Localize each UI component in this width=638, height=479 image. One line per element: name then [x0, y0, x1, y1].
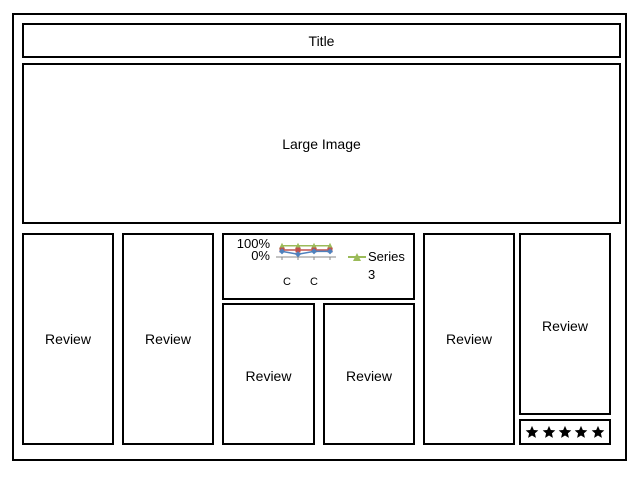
star-icon — [542, 425, 555, 438]
series-point-3 — [311, 248, 317, 255]
review-card-3: Review — [222, 303, 315, 445]
star-icon — [575, 425, 588, 438]
y-tick-label: 100% — [237, 236, 271, 251]
x-tick-label: C — [310, 276, 318, 288]
series-point-3 — [327, 248, 333, 255]
star-icon — [591, 425, 604, 438]
series-point-1 — [311, 242, 317, 249]
y-tick-label: 0% — [251, 248, 270, 263]
star-rating — [519, 419, 611, 445]
review-card-2: Review — [122, 233, 214, 445]
series-point-1 — [279, 242, 285, 249]
legend-label: Series — [368, 249, 405, 264]
review-card-1: Review — [22, 233, 114, 445]
large-image-label: Large Image — [282, 135, 361, 152]
star-icon — [558, 425, 572, 438]
legend: Series 3 — [348, 249, 405, 282]
plot-area — [276, 242, 336, 260]
chart-placeholder: 100% 0% C C Series 3 — [222, 233, 415, 300]
series-point-1 — [295, 242, 301, 249]
review-card-4: Review — [323, 303, 415, 445]
x-tick-label: C — [283, 276, 291, 288]
series-line-3 — [281, 250, 330, 255]
legend-label-cont: 3 — [368, 267, 375, 282]
series-point-1 — [327, 242, 333, 249]
title-label: Title — [308, 32, 335, 49]
review-card-5: Review — [423, 233, 515, 445]
large-image-placeholder: Large Image — [22, 63, 621, 224]
review-label-6: Review — [542, 318, 588, 334]
review-label-3: Review — [245, 368, 292, 384]
star-icon — [526, 425, 539, 438]
review-card-6: Review — [519, 233, 611, 415]
title-box: Title — [22, 23, 621, 58]
review-label-1: Review — [45, 331, 91, 347]
legend-marker — [353, 253, 361, 261]
review-label-2: Review — [145, 331, 191, 347]
series-point-3 — [279, 248, 285, 255]
review-label-5: Review — [446, 331, 492, 347]
series-point-2 — [295, 247, 301, 253]
mini-chart: 100% 0% C C Series 3 — [237, 236, 406, 288]
review-label-4: Review — [346, 368, 392, 384]
